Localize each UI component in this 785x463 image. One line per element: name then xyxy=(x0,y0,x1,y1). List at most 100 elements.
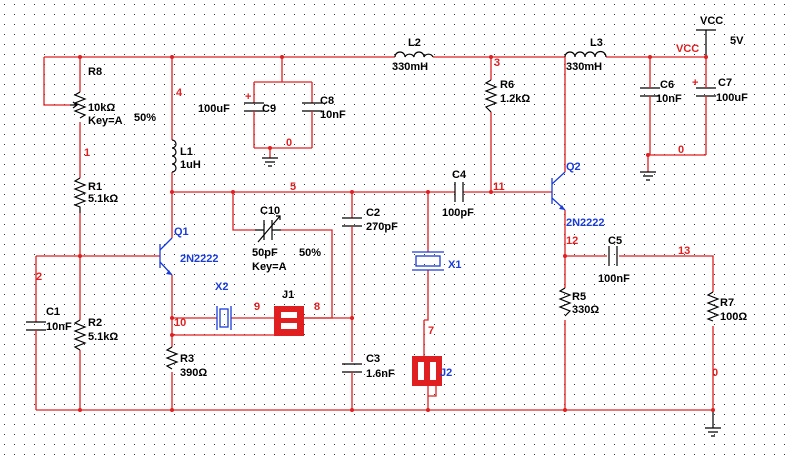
capacitor-c9[interactable] xyxy=(244,102,264,114)
j1-ref: J1 xyxy=(282,289,294,301)
j2-ref: J2 xyxy=(440,367,452,379)
capacitor-c8[interactable] xyxy=(302,102,322,114)
net-label-0-c9c8: 0 xyxy=(286,137,292,149)
inductor-l2[interactable] xyxy=(394,51,434,58)
c9-plus-mark: + xyxy=(245,91,251,103)
q2-ref: Q2 xyxy=(566,161,581,173)
r2-ref: R2 xyxy=(88,317,102,329)
vcc-net-label: VCC xyxy=(676,43,699,55)
resistor-r7[interactable] xyxy=(706,291,720,322)
r3-ref: R3 xyxy=(180,353,194,365)
c4-value: 100pF xyxy=(442,207,474,219)
vcc-voltage-label: 5V xyxy=(730,35,744,47)
inductor-l3[interactable] xyxy=(564,50,607,58)
resistor-r3[interactable] xyxy=(165,346,179,370)
c2-ref: C2 xyxy=(366,207,380,219)
inductor-l1[interactable] xyxy=(171,139,177,173)
ground-symbol-c9c8 xyxy=(262,157,278,167)
capacitor-c6[interactable] xyxy=(640,80,660,104)
resistor-r5[interactable] xyxy=(558,287,572,317)
c9-value: 100uF xyxy=(198,103,230,115)
net-label-9: 9 xyxy=(254,301,260,313)
switch-j2[interactable] xyxy=(412,356,442,386)
capacitor-c7[interactable] xyxy=(696,80,716,104)
r5-ref: R5 xyxy=(572,291,586,303)
vcc-top-label: VCC xyxy=(700,15,723,27)
transistor-q2[interactable] xyxy=(551,171,566,211)
transistor-q1[interactable] xyxy=(159,237,173,276)
crystal-x2[interactable] xyxy=(216,306,232,330)
r6-ref: R6 xyxy=(500,79,514,91)
c10-key: Key=A xyxy=(252,261,287,273)
wires xyxy=(35,56,714,411)
c5-ref: C5 xyxy=(608,235,622,247)
q2-model: 2N2222 xyxy=(566,217,605,229)
q1-ref: Q1 xyxy=(174,226,189,238)
resistor-r8[interactable] xyxy=(70,91,87,119)
capacitor-c2[interactable] xyxy=(342,217,362,230)
l3-ref: L3 xyxy=(590,37,603,49)
c10-percent: 50% xyxy=(299,247,321,259)
q1-model: 2N2222 xyxy=(180,253,219,265)
c3-value: 1.6nF xyxy=(366,368,395,380)
net-label-3: 3 xyxy=(494,57,500,69)
r7-ref: R7 xyxy=(720,297,734,309)
capacitor-c4[interactable] xyxy=(454,182,464,202)
net-label-12: 12 xyxy=(566,235,578,247)
c2-value: 270pF xyxy=(366,221,398,233)
x2-ref: X2 xyxy=(215,281,228,293)
c9-ref: C9 xyxy=(262,103,276,115)
vcc-supply xyxy=(696,29,716,57)
c6-ref: C6 xyxy=(660,79,674,91)
c8-value: 10nF xyxy=(320,109,346,121)
capacitor-c10[interactable] xyxy=(255,215,281,243)
c1-ref: C1 xyxy=(46,306,60,318)
net-labels: 1 2 3 4 5 7 8 9 10 11 12 13 0 0 0 xyxy=(36,57,718,379)
r1-value: 5.1kΩ xyxy=(88,193,118,205)
l3-value: 330mH xyxy=(566,61,602,73)
net-label-8: 8 xyxy=(314,301,320,313)
resistor-r2[interactable] xyxy=(73,319,87,351)
r7-value: 100Ω xyxy=(720,311,747,323)
capacitor-c1[interactable] xyxy=(26,321,46,350)
c7-value: 100uF xyxy=(716,92,748,104)
c8-ref: C8 xyxy=(320,95,334,107)
r2-value: 5.1kΩ xyxy=(88,331,118,343)
r3-value: 390Ω xyxy=(180,367,207,379)
c10-ref: C10 xyxy=(260,205,280,217)
c5-value: 100nF xyxy=(598,273,630,285)
net-label-0-r7: 0 xyxy=(712,367,718,379)
net-label-4: 4 xyxy=(176,87,183,99)
c10-value: 50pF xyxy=(252,247,278,259)
net-label-7: 7 xyxy=(428,325,434,337)
x1-ref: X1 xyxy=(448,259,461,271)
r5-value: 330Ω xyxy=(572,304,599,316)
ground-symbol-c6c7 xyxy=(640,171,656,181)
net-label-10: 10 xyxy=(174,317,186,329)
r8-key: Key=A xyxy=(88,115,123,127)
resistor-r1[interactable] xyxy=(73,177,87,213)
capacitor-c3[interactable] xyxy=(342,363,362,375)
net-label-2: 2 xyxy=(36,271,42,283)
c6-value: 10nF xyxy=(656,93,682,105)
r8-percent: 50% xyxy=(134,112,156,124)
net-label-5: 5 xyxy=(290,181,296,193)
c4-ref: C4 xyxy=(452,169,467,181)
crystal-x1[interactable] xyxy=(412,251,444,271)
net-label-0-c6c7: 0 xyxy=(678,144,684,156)
net-label-1: 1 xyxy=(84,147,90,159)
switch-j1[interactable] xyxy=(274,306,304,336)
resistor-r6[interactable] xyxy=(484,79,498,113)
c7-ref: C7 xyxy=(718,77,732,89)
r8-value: 10kΩ xyxy=(88,102,115,114)
net-label-11: 11 xyxy=(493,181,505,193)
net-label-13: 13 xyxy=(678,245,690,257)
r6-value: 1.2kΩ xyxy=(500,93,530,105)
component-labels: VCC 5V VCC R8 10kΩ Key=A 50% R1 5.1kΩ C1… xyxy=(46,15,748,380)
capacitor-c5[interactable] xyxy=(608,246,618,266)
l2-ref: L2 xyxy=(408,37,421,49)
r8-ref: R8 xyxy=(88,66,102,78)
